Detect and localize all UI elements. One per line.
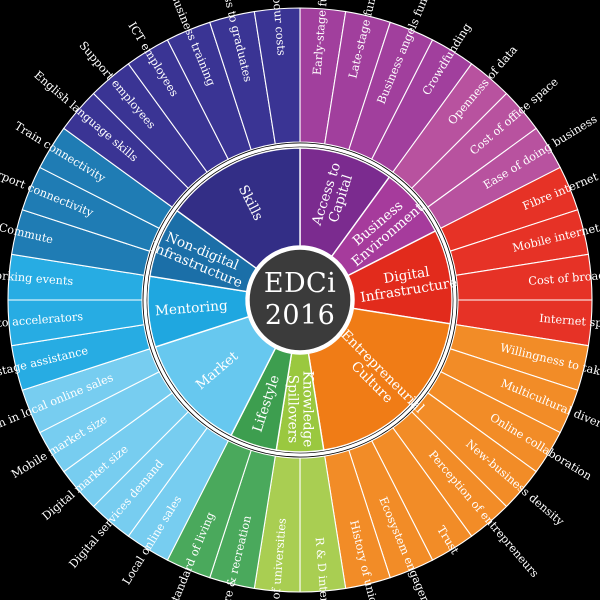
inner-segment-entrepreneurial-culture[interactable]	[307, 307, 451, 451]
outer-ring	[7, 7, 593, 593]
inner-segment-market[interactable]	[154, 315, 277, 437]
ring-separator-circle	[143, 143, 457, 457]
hub-title-line1: EDCi	[264, 268, 336, 299]
center-hub: EDCi 2016	[246, 246, 354, 354]
outer-segment-labour-costs[interactable]	[253, 7, 301, 145]
ring-divider	[143, 143, 457, 457]
hub-title-line2: 2016	[265, 300, 335, 331]
inner-ring	[147, 147, 453, 453]
hub-circle	[246, 246, 354, 354]
inner-segment-skills[interactable]	[176, 147, 301, 269]
